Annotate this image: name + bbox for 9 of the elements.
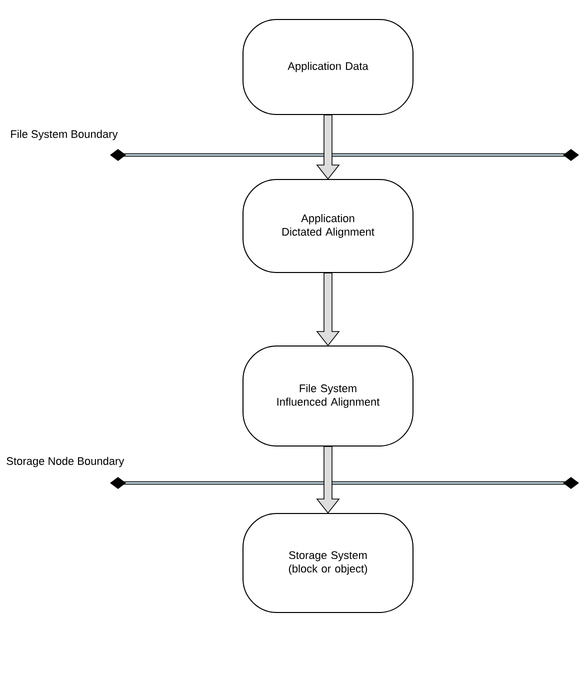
process-box: Storage System (block or object) <box>242 513 414 613</box>
boundary-label: Storage Node Boundary <box>6 456 124 468</box>
process-box: File System Influenced Alignment <box>242 346 414 446</box>
arrow <box>316 272 340 346</box>
process-box: Application Dictated Alignment <box>242 179 414 273</box>
process-box: Application Data <box>242 19 414 115</box>
arrow <box>316 114 340 180</box>
boundary-label: File System Boundary <box>11 130 118 140</box>
arrow <box>316 446 340 514</box>
